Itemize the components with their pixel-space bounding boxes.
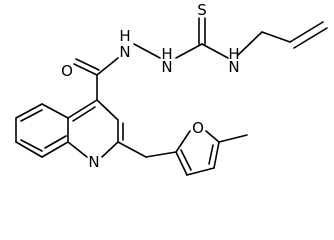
bond xyxy=(15,141,43,158)
bond xyxy=(41,103,69,119)
bond xyxy=(73,63,98,76)
bond xyxy=(289,21,324,43)
bond xyxy=(96,99,119,121)
bond xyxy=(237,31,263,56)
bond xyxy=(261,31,291,43)
atom-nitrogen: N xyxy=(161,58,172,76)
atom-nitrogen: N xyxy=(119,43,130,61)
bond xyxy=(117,141,147,158)
bond xyxy=(101,141,119,158)
atom-hydrogen: H xyxy=(161,45,172,63)
bond xyxy=(67,141,88,158)
bond xyxy=(20,109,43,122)
atom-labels: S H N H N O H N N O xyxy=(61,1,240,171)
atom-nitrogen: N xyxy=(88,153,99,171)
bond xyxy=(201,43,229,59)
atom-sulfur: S xyxy=(197,1,207,19)
bond xyxy=(186,167,215,176)
bond xyxy=(180,149,192,171)
bond xyxy=(20,139,43,152)
atom-hydrogen: H xyxy=(228,45,239,63)
bond xyxy=(175,130,191,153)
bond xyxy=(208,144,214,165)
bond xyxy=(133,43,161,59)
bond xyxy=(145,151,177,158)
bond xyxy=(218,134,248,143)
bond xyxy=(44,135,67,149)
atom-nitrogen: N xyxy=(228,58,239,76)
bond xyxy=(67,99,98,119)
bond xyxy=(41,141,69,158)
bond xyxy=(15,103,43,119)
atom-oxygen: O xyxy=(192,119,204,137)
bond xyxy=(72,106,96,122)
bonds xyxy=(15,17,328,176)
bond xyxy=(96,57,119,76)
atom-hydrogen: H xyxy=(119,27,130,45)
bond xyxy=(293,27,328,49)
bond xyxy=(175,43,203,59)
atom-oxygen: O xyxy=(61,62,73,80)
bond xyxy=(175,151,188,176)
bond xyxy=(213,141,220,169)
bond xyxy=(75,58,100,71)
bond xyxy=(205,130,220,143)
